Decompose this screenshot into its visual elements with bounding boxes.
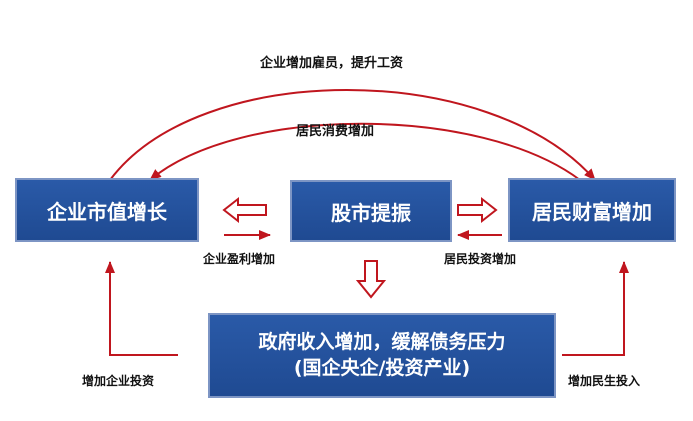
label-investment: 居民投资增加 (444, 252, 517, 266)
label-top-arc: 企业增加雇员，提升工资 (260, 56, 404, 71)
node-government-line2: (国企央企/投资产业) (293, 356, 471, 379)
arrow-livelihood (562, 261, 629, 356)
label-livelihood: 增加民生投入 (568, 374, 641, 388)
node-enterprise-value: 企业市值增长 (15, 178, 199, 242)
arrow-stock-to-wealth (457, 196, 498, 224)
arrow-stock-to-government (355, 260, 387, 299)
node-resident-wealth: 居民财富增加 (508, 178, 676, 242)
node-wealth-label: 居民财富增加 (532, 199, 652, 224)
node-stock-label: 股市提振 (331, 200, 411, 225)
arrow-top-arc (109, 89, 596, 181)
node-stock-boost: 股市提振 (290, 180, 452, 242)
arrow-stock-to-enterprise (222, 196, 267, 224)
arrow-enterprise-invest (105, 261, 178, 356)
node-government-revenue: 政府收入增加，缓解债务压力 (国企央企/投资产业) (208, 313, 556, 398)
label-enterprise-invest: 增加企业投资 (82, 374, 155, 388)
node-government-line1: 政府收入增加，缓解债务压力 (258, 330, 506, 353)
label-profit: 企业盈利增加 (203, 252, 276, 266)
label-inner-arc: 居民消费增加 (296, 124, 375, 139)
node-enterprise-label: 企业市值增长 (47, 199, 167, 224)
arrow-inner-arc (149, 122, 581, 181)
